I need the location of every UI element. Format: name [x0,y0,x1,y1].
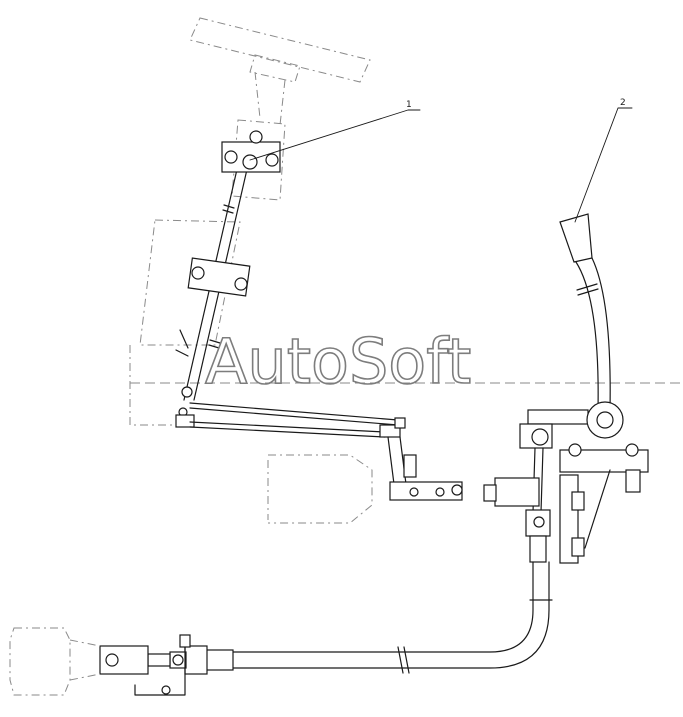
phantom-steering-wheel [189,17,371,201]
callout-1-number: 1 [406,100,412,110]
shift-cable [229,561,553,674]
cable-end-fittings [99,634,234,696]
lower-pivot-joint [175,329,195,428]
callout-2: 2 [574,98,633,223]
relay-lever-assembly [387,436,463,501]
callout-1: 1 [249,100,421,161]
gearshift-lever [559,213,611,411]
selector-rod [483,447,551,563]
callout-2-number: 2 [620,98,626,108]
transfer-rods [189,402,406,438]
middle-clamp-bracket [187,257,251,297]
gearbox-shift-mechanism [519,401,649,564]
watermark-text: AutoSoft [205,325,471,398]
phantom-transmission [9,627,101,696]
upper-clamp-bracket [221,130,281,173]
phantom-seat-frame [129,219,373,524]
